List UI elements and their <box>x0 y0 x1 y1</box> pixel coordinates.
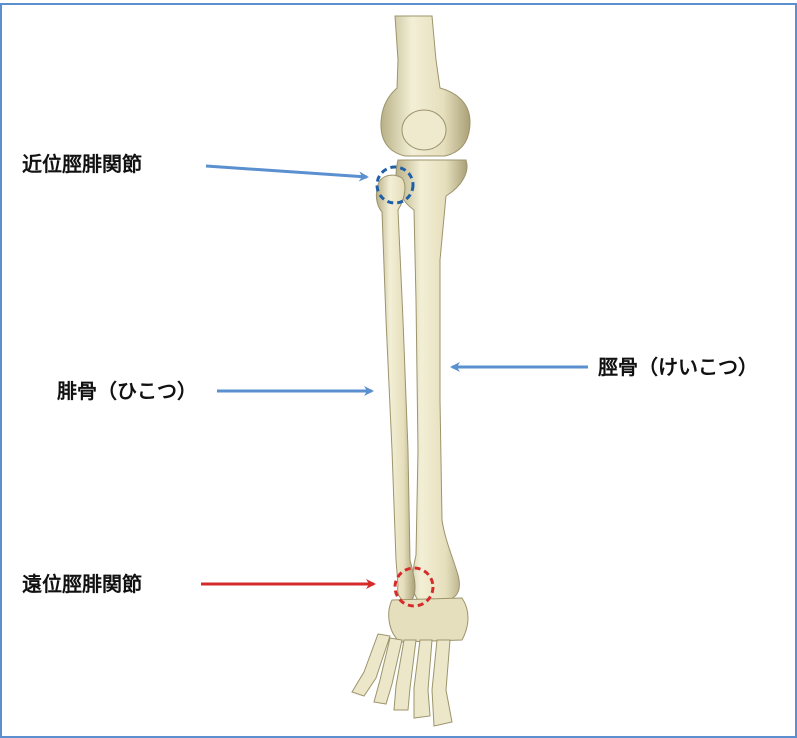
fibula-bone <box>376 175 415 601</box>
foot-bones <box>352 634 452 726</box>
proximal-joint-arrow <box>206 166 367 177</box>
tarsal-bones <box>389 598 468 642</box>
proximal-tibiofibular-joint-label: 近位脛腓関節 <box>22 152 142 176</box>
distal-tibiofibular-joint-label: 遠位脛腓関節 <box>22 572 142 596</box>
tibia-label: 脛骨（けいこつ） <box>598 355 758 379</box>
patella-bone <box>402 110 446 150</box>
fibula-label: 腓骨（ひこつ） <box>57 379 197 403</box>
